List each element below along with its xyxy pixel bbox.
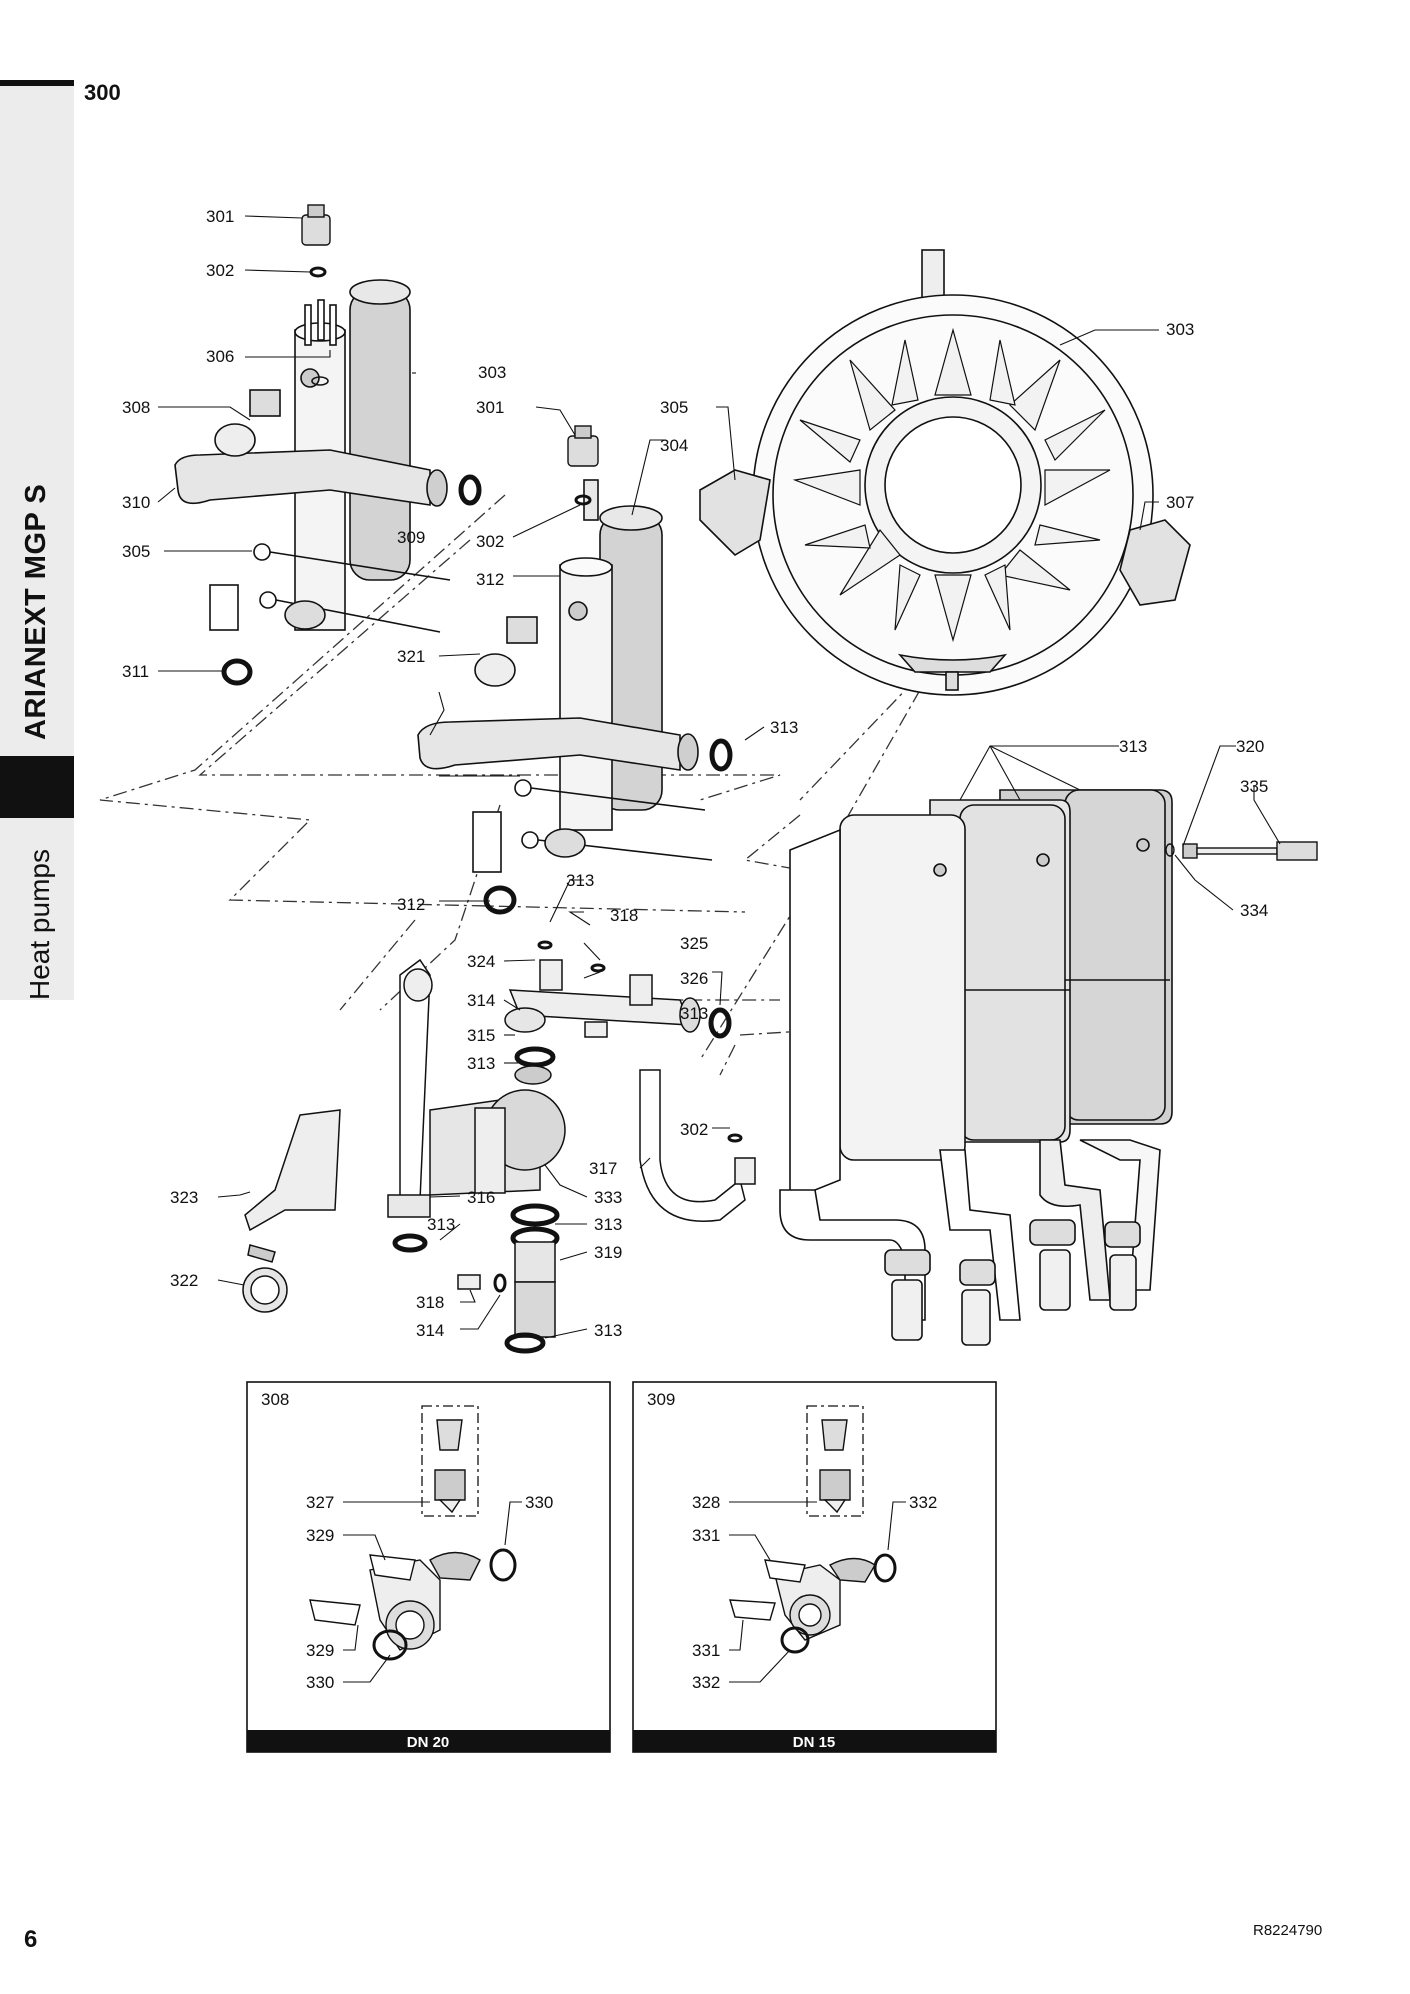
inset-309-label-2: 332 [909,1493,937,1512]
callout-label: 313 [467,1054,495,1073]
callout-label: 313 [566,871,594,890]
fan-housing-304 [699,249,1191,696]
callout-label: 325 [680,934,708,953]
inset-309-label-0: 328 [692,1493,720,1512]
callout-label: 305 [660,398,688,417]
callout-label: 313 [680,1004,708,1023]
left-manifold-assembly [174,279,482,686]
callout-label: 314 [416,1321,444,1340]
callout-label: 305 [122,542,150,561]
callout-label: 313 [1119,737,1147,756]
callout-labels: 301 302 306 303 308 301 305 303 304 310 302 307 305 3… [122,207,1268,1340]
callout-label: 315 [467,1026,495,1045]
callout-label: 318 [416,1293,444,1312]
callout-label: 312 [476,570,504,589]
leader-lines [157,215,1281,1683]
callout-label: 323 [170,1188,198,1207]
callout-label: 321 [397,647,425,666]
callout-label: 310 [122,493,150,512]
inset-308-label-2: 330 [525,1493,553,1512]
callout-label: 334 [1240,901,1268,920]
callout-label: 316 [467,1188,495,1207]
inset-309-label-4: 332 [692,1673,720,1692]
inset-308-id: 308 [261,1390,289,1409]
callout-label: 318 [610,906,638,925]
inset-309-label-1: 331 [692,1526,720,1545]
callout-label: 302 [476,532,504,551]
inset-308-label-3: 329 [306,1641,334,1660]
callout-label: 317 [589,1159,617,1178]
middle-manifold-assembly [417,479,733,915]
callout-label: 306 [206,347,234,366]
page-number: 6 [24,1926,38,1953]
callout-label: 312 [397,895,425,914]
callout-label: 301 [476,398,504,417]
plate-heat-exchangers-320 [779,789,1173,1346]
callout-label: 304 [660,436,688,455]
inset-309-id: 309 [647,1390,675,1409]
callout-label: 302 [680,1120,708,1139]
callout-label: 313 [427,1215,455,1234]
callout-label: 319 [594,1243,622,1262]
lower-hydraulic-group [242,940,756,1354]
inset-box-309 [632,1381,997,1753]
callout-label: 322 [170,1271,198,1290]
sidebar-marker [0,756,74,818]
document-reference: R8224790 [1253,1922,1323,1939]
callout-label: 313 [594,1215,622,1234]
callout-label: 324 [467,952,495,971]
callout-label: 311 [122,662,149,681]
inset-308-label-1: 329 [306,1526,334,1545]
callout-label: 303 [478,363,506,382]
sidebar [0,84,74,1000]
callout-label: 313 [594,1321,622,1340]
inset-309-label-3: 331 [692,1641,720,1660]
callout-label: 308 [122,398,150,417]
inset-308-label-4: 330 [306,1673,334,1692]
callout-label: 303 [1166,320,1194,339]
inset-308-label-0: 327 [306,1493,334,1512]
section-number: 300 [84,80,121,105]
inset-308-footer: DN 20 [407,1734,450,1751]
inset-box-308 [246,1381,611,1753]
air-vent-301-middle [567,425,599,506]
sensor-probe-321 [1165,841,1318,861]
callout-label: 320 [1236,737,1264,756]
callout-label: 335 [1240,777,1268,796]
air-vent-301-top [301,204,331,278]
sidebar-top-rule [0,80,74,86]
callout-label: 326 [680,969,708,988]
callout-label: 314 [467,991,495,1010]
callout-label: 307 [1166,493,1194,512]
callout-label: 313 [770,718,798,737]
callout-label: 333 [594,1188,622,1207]
callout-label: 302 [206,261,234,280]
callout-label: 309 [397,528,425,547]
callout-label: 301 [206,207,234,226]
inset-309-footer: DN 15 [793,1734,836,1751]
